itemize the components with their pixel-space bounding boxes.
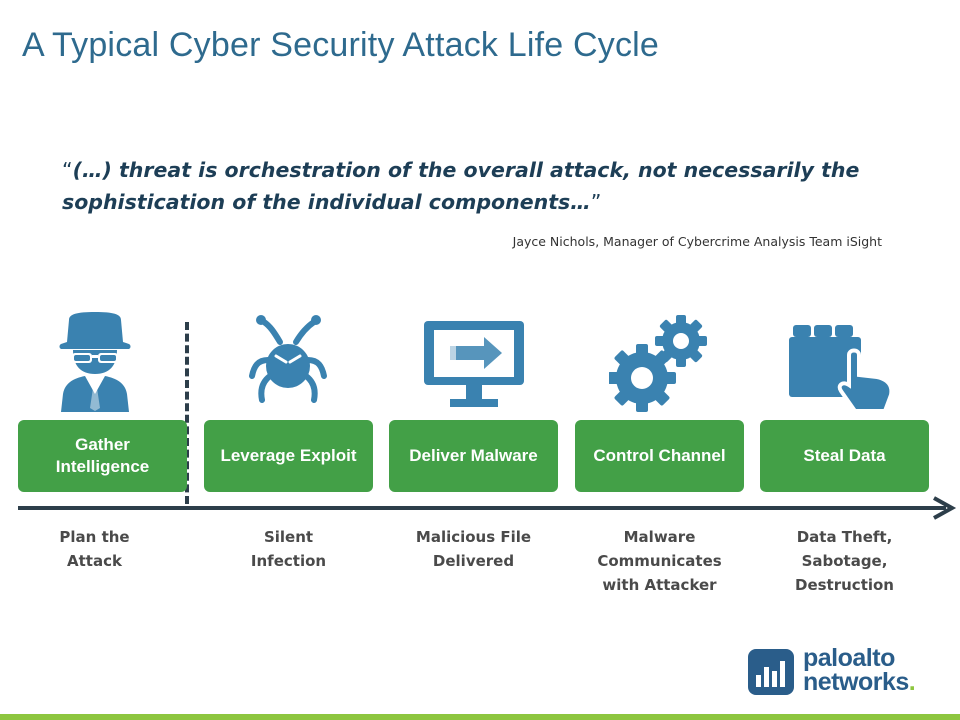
spy-icon — [59, 312, 131, 412]
paloalto-logo-text: paloalto networks. — [803, 644, 916, 696]
slide-title: A Typical Cyber Security Attack Life Cyc… — [22, 26, 660, 64]
stage-description-4: Malware Communicates with Attacker — [597, 528, 722, 594]
bug-icon — [249, 315, 327, 403]
stage-description-2: Silent Infection — [250, 528, 327, 570]
quote-open-mark: “ — [62, 158, 73, 182]
stage-description-5: Data Theft, Sabotage, Destruction — [795, 528, 894, 594]
stage-steal-data: Steal Data — [760, 420, 929, 492]
stage-leverage-exploit: Leverage Exploit — [204, 420, 373, 492]
stage-deliver-malware: Deliver Malware — [389, 420, 558, 492]
logo-line-1: paloalto — [803, 644, 895, 672]
gears-icon — [609, 315, 707, 412]
folder-hand-icon — [789, 325, 894, 413]
stage-description-1: Plan the Attack — [59, 528, 130, 570]
quote-attribution: Jayce Nichols, Manager of Cybercrime Ana… — [512, 234, 882, 249]
stage-control-channel: Control Channel — [575, 420, 744, 492]
timeline-arrow — [18, 496, 957, 520]
paloalto-logo-mark — [748, 649, 794, 695]
quote-close-mark: ” — [590, 190, 602, 214]
divider-line — [185, 322, 189, 504]
bottom-accent-bar — [0, 714, 960, 720]
quote: “(…) threat is orchestration of the over… — [62, 154, 862, 218]
logo-line-2: networks — [803, 668, 909, 696]
quote-text: (…) threat is orchestration of the overa… — [62, 158, 860, 214]
stage-description-3: Malicious File Delivered — [415, 528, 532, 570]
monitor-arrow-icon — [424, 321, 524, 407]
logo-dot: . — [908, 668, 916, 696]
stage-gather-intelligence: Gather Intelligence — [18, 420, 187, 492]
